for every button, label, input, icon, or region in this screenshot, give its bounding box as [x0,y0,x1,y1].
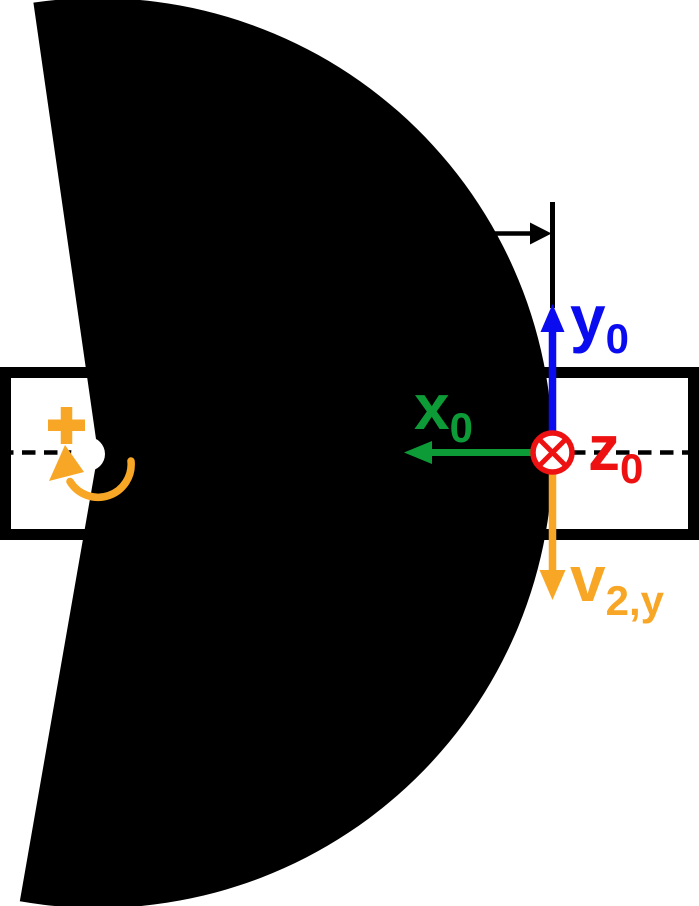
velocity-label: v2,y [570,543,665,624]
z0-marker-cross-stroke-2 [538,438,567,467]
y0-axis-label: y0 [570,282,629,362]
y0-arrowhead-icon [540,304,565,332]
pivot-bore [71,437,105,471]
rotation-arrowhead-icon [49,445,84,481]
cam-disk [19,0,553,906]
y0-axis: y0 [540,282,629,455]
velocity-arrow: v2,y [539,450,665,624]
x0-arrowhead-icon [404,441,432,464]
x0-axis-label: x0 [414,371,473,451]
velocity-arrowhead-icon [539,570,566,600]
z0-axis-label: z0 [588,412,643,492]
rotation-arc [66,457,135,502]
dimension-arrowhead-icon [530,222,552,245]
dimension-annotation [494,202,555,308]
z0-axis-marker: z0 [530,412,643,492]
plus-sign-vertical-bar [60,407,73,444]
rotation-direction-indicator [48,407,135,502]
